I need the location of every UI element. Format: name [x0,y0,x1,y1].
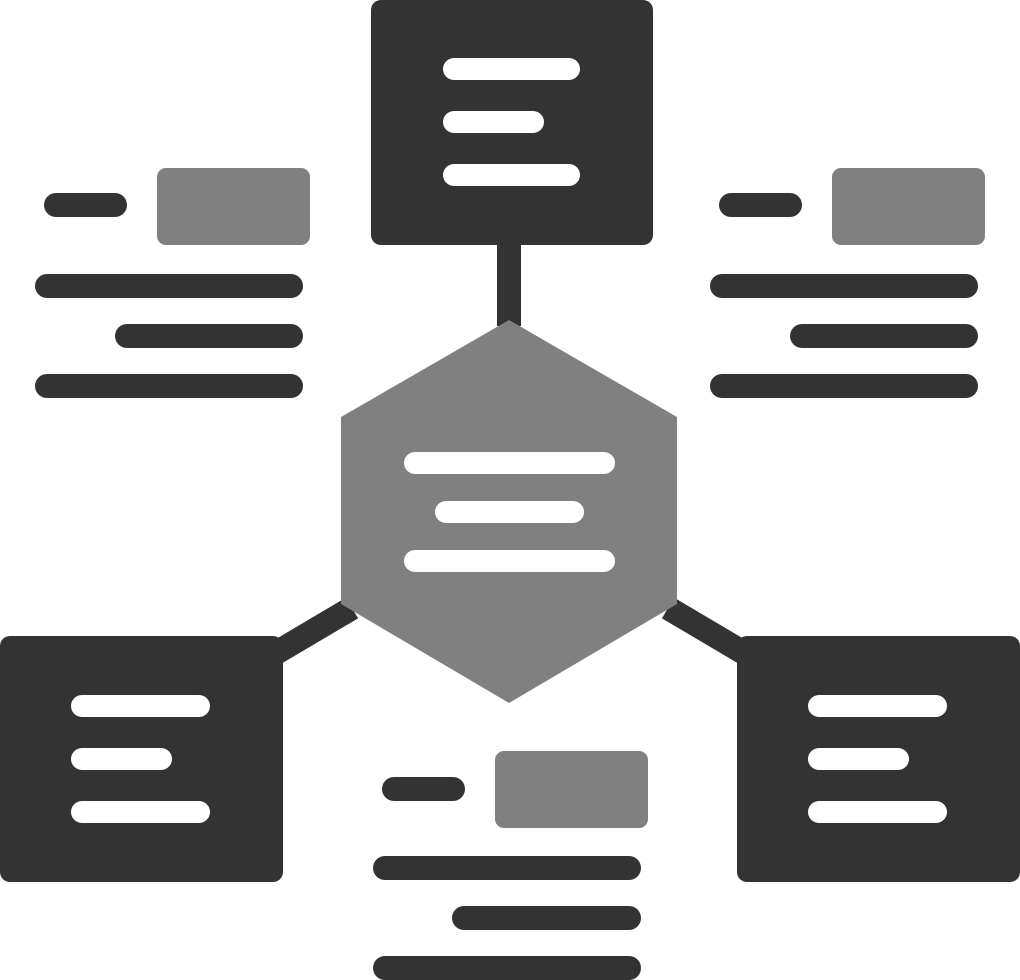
center-hexagon-node [341,320,677,703]
text-block-tag [495,751,648,828]
text-block-bottom-center [373,751,648,980]
text-block-tag [832,168,985,245]
text-block-upper-left [35,168,310,398]
left-node-box [0,636,283,882]
text-block-tag [157,168,310,245]
text-block-upper-right [710,168,985,398]
top-node-box [371,0,653,245]
right-node-box [737,636,1020,882]
